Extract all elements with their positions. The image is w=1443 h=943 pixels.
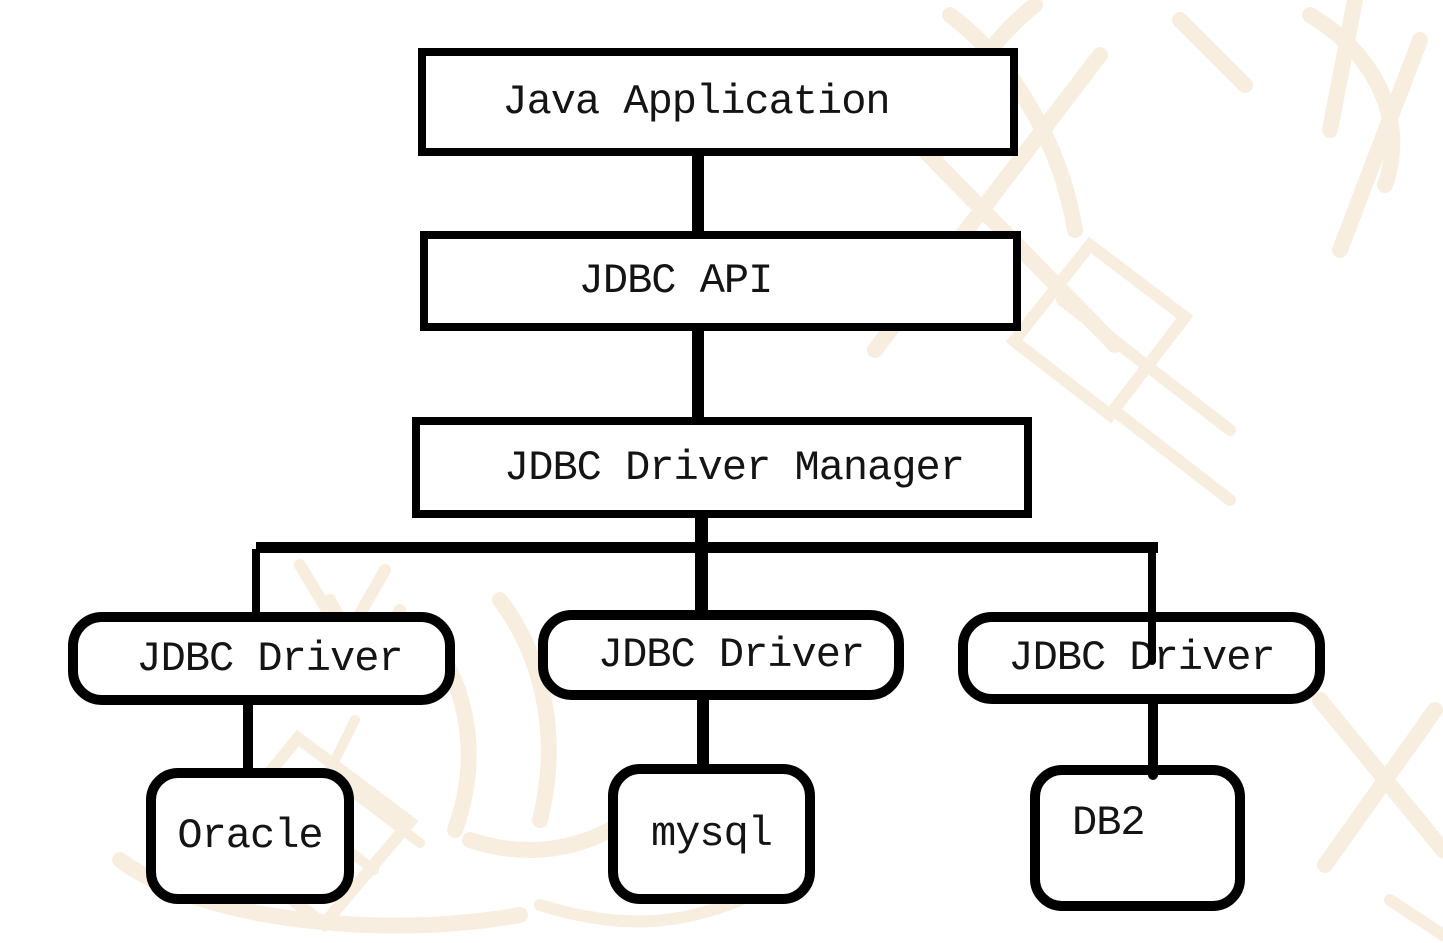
node-jdbc-api-label: JDBC API: [578, 257, 774, 305]
edge-rightdriver-to-db2: [1148, 700, 1158, 780]
node-jdbc-driver-left: JDBC Driver: [68, 612, 455, 705]
node-jdbc-api: JDBC API: [420, 231, 1021, 331]
node-java-application: Java Application: [418, 48, 1018, 156]
node-db2: DB2: [1030, 765, 1245, 911]
node-jdbc-driver-right-label: JDBC Driver: [1008, 634, 1275, 682]
node-db2-label: DB2: [1072, 799, 1146, 847]
node-mysql-label: mysql: [650, 810, 773, 858]
node-oracle-label: Oracle: [177, 812, 323, 860]
node-mysql: mysql: [608, 764, 815, 904]
edge-middriver-to-mysql: [697, 697, 709, 769]
edge-manager-to-middle-driver: [695, 512, 708, 618]
edge-jdbcapi-to-manager: [692, 325, 704, 425]
node-jdbc-driver-middle: JDBC Driver: [538, 610, 904, 700]
node-jdbc-driver-left-label: JDBC Driver: [136, 634, 403, 683]
node-oracle: Oracle: [146, 768, 354, 904]
edge-branch-to-right-driver: [1148, 553, 1156, 665]
node-java-application-label: Java Application: [502, 78, 890, 126]
edge-branch-horizontal: [256, 542, 1158, 553]
edge-javaapp-to-jdbcapi: [692, 150, 704, 238]
node-jdbc-driver-manager-label: JDBC Driver Manager: [504, 443, 965, 492]
node-jdbc-driver-manager: JDBC Driver Manager: [412, 417, 1032, 518]
edge-branch-to-left-driver: [252, 549, 260, 616]
edge-leftdriver-to-oracle: [243, 702, 253, 772]
node-jdbc-driver-middle-label: JDBC Driver: [597, 631, 865, 679]
node-jdbc-driver-right: JDBC Driver: [958, 612, 1325, 704]
